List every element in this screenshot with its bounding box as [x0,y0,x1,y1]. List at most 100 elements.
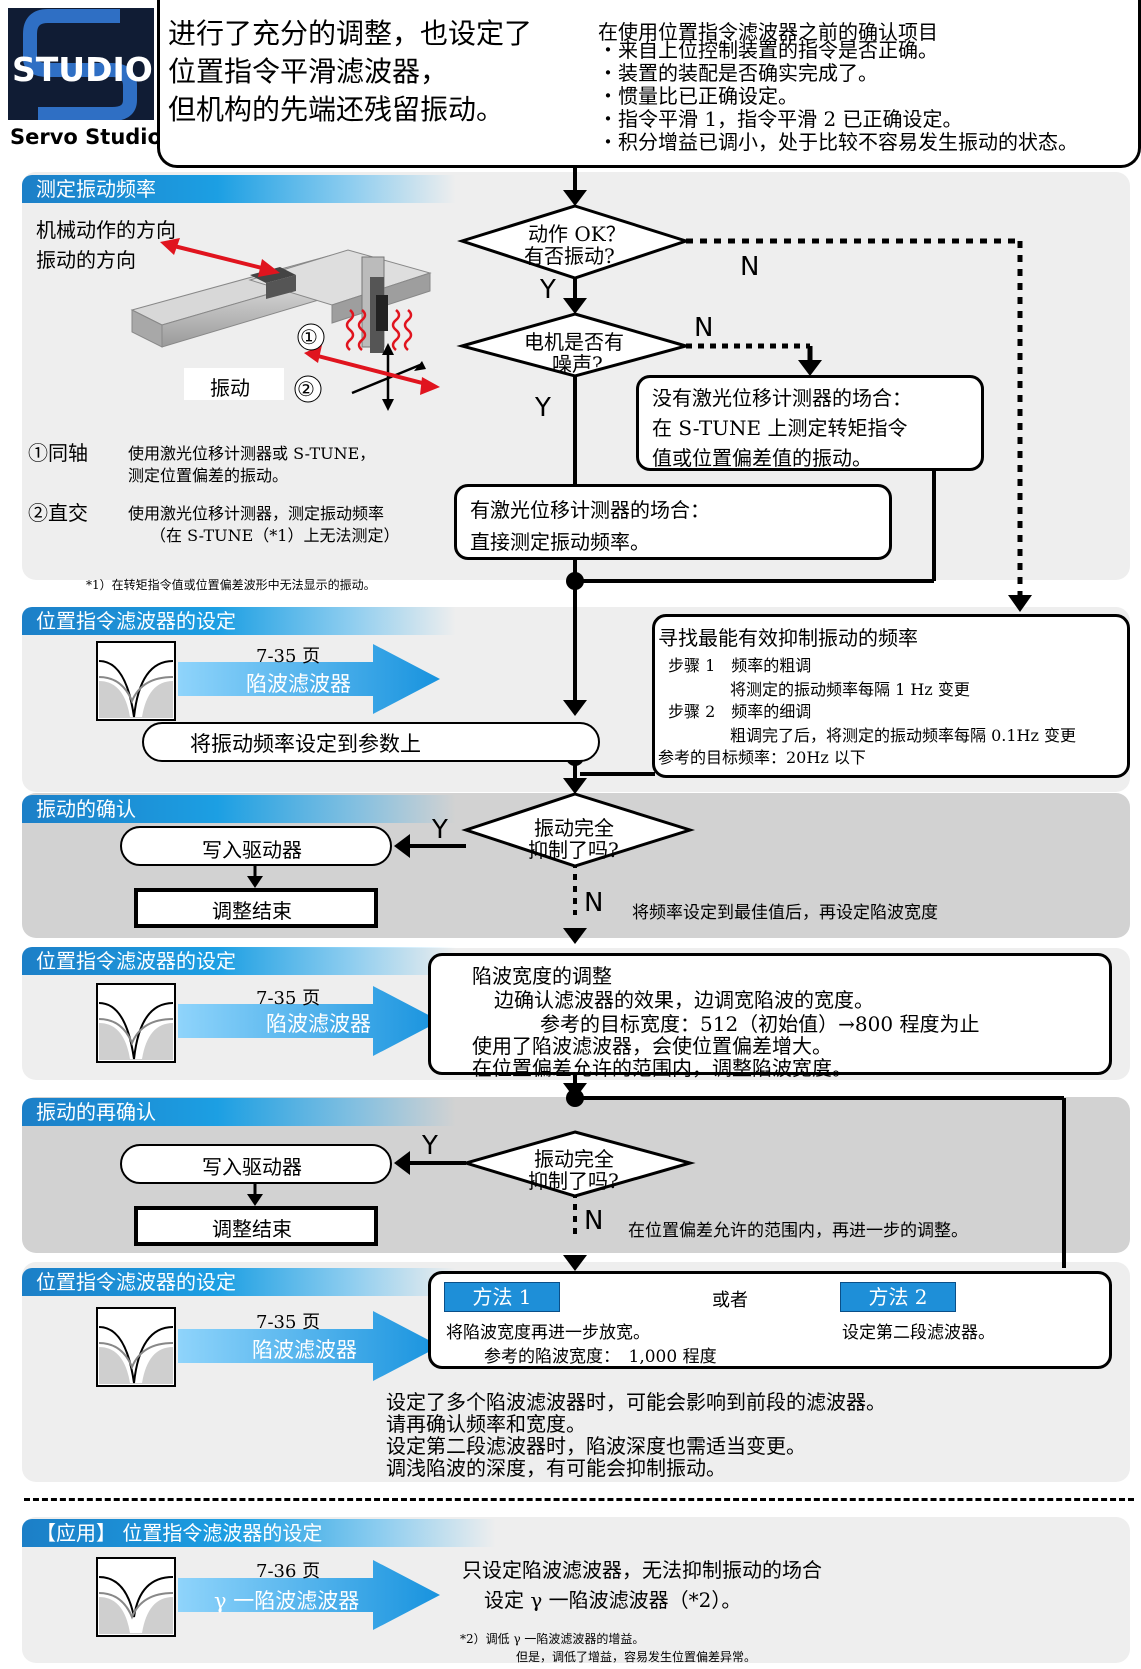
section-title-filter: 位置指令滤波器的设定 [22,607,456,635]
gamma-notch-label: γ 一陷波滤波器 [214,1589,360,1613]
step1-desc: 将测定的振动频率每隔 1 Hz 变更 [730,680,970,699]
decision-resuppressed-2: 抑制了吗? [528,1169,619,1193]
intro-line-2: 位置指令平滑滤波器， [168,55,449,88]
label-n: N [584,888,604,918]
section-title-confirm: 振动的确认 [22,795,456,823]
write-driver-text: 写入驱动器 [202,838,302,862]
no-laser-box [636,375,984,471]
gamma-notch-curve-icon [96,1557,176,1637]
footnote-1: *1）在转矩指令值或位置偏差波形中无法显示的振动。 [86,578,376,592]
decision-suppressed-2: 抑制了吗? [528,838,619,862]
checklist-item: ・来自上位控制装置的指令是否正确。 [598,38,938,62]
intro-line-3: 但机构的先端还残留振动。 [168,93,505,126]
width-line: 参考的目标宽度：512（初始值）→800 程度为止 [540,1012,980,1036]
label-move-direction: 机械动作的方向 [36,218,176,242]
notch-width-box [428,953,1112,1075]
confirm-note: 将频率设定到最佳值后，再设定陷波宽度 [632,903,938,923]
notch-filter-label: 陷波滤波器 [246,672,351,696]
notch-filter-label: 陷波滤波器 [266,1012,371,1036]
checklist-title: 在使用位置指令滤波器之前的确认项目 [598,20,938,44]
vibration-label-box [184,368,284,400]
blue-arrow [178,1311,440,1381]
circled-1: ① [300,325,318,349]
blue-arrow [178,1560,440,1630]
label-n: N [740,252,760,282]
label-vibration-direction: 振动的方向 [36,248,136,272]
decision-suppressed: 振动完全 [534,816,614,840]
label-n: N [694,313,714,343]
dashed-separator [24,1498,1134,1501]
notch-filter-label: 陷波滤波器 [252,1338,357,1362]
coax-label: ①同轴 [28,441,88,465]
step1: 步骤 1 频率的粗调 [668,656,812,675]
notch-curve-icon [96,1307,176,1387]
checklist-item: ・惯量比已正确设定。 [598,84,798,108]
footnote-2-cont: 但是，调低了增益，容易发生位置偏差异常。 [516,1650,757,1664]
method2-tag: 方法 2 [840,1282,956,1312]
coax-desc: 使用激光位移计测器或 S-TUNE， [128,444,376,463]
set-param-text: 将振动频率设定到参数上 [190,732,421,756]
blue-arrow [178,986,440,1056]
width-line: 使用了陷波滤波器，会使位置偏差增大。 [472,1034,832,1058]
decision-action-ok-2: 有否振动? [524,244,615,268]
find-title: 寻找最能有效抑制振动的频率 [658,626,918,650]
no-laser-text: 没有激光位移计测器的场合： [652,386,912,410]
blue-arrow [178,644,440,714]
ortho-desc: 使用激光位移计测器，测定振动频率 [128,504,385,523]
vibration-label: 振动 [210,376,250,400]
checklist-item: ・装置的装配是否确实完成了。 [598,61,878,85]
laser-box [454,484,892,560]
width-line: 边确认滤波器的效果，边调宽陷波的宽度。 [494,988,874,1012]
section-title-measure: 测定振动频率 [22,175,456,203]
section-title-apply: 【应用】 位置指令滤波器的设定 [22,1519,496,1547]
section-title-reconfirm: 振动的再确认 [22,1098,456,1126]
step2: 步骤 2 频率的细调 [668,702,812,721]
logo-word: STUDIO [12,50,153,89]
coax-desc: 测定位置偏差的振动。 [128,466,289,485]
notch-curve-icon [96,641,176,721]
label-y: Y [422,1131,438,1161]
method1-tag: 方法 1 [444,1282,560,1312]
apply-line: 只设定陷波滤波器，无法抑制振动的场合 [462,1558,822,1582]
method2-desc: 设定第二段滤波器。 [842,1323,995,1343]
decision-resuppressed: 振动完全 [534,1147,614,1171]
adjust-end-box [134,888,378,928]
write-driver-box [120,826,392,866]
page-ref: 7-35 页 [256,646,321,667]
intro-line-1: 进行了充分的调整，也设定了 [168,17,533,50]
apply-line: 设定 γ 一陷波滤波器（*2）。 [484,1588,742,1612]
no-laser-text: 值或位置偏差值的振动。 [652,446,872,470]
filter-note: 设定第二段滤波器时，陷波深度也需适当变更。 [386,1434,806,1458]
method1-ref: 参考的陷波宽度： 1,000 程度 [484,1347,717,1367]
filter-note: 调浅陷波的深度，有可能会抑制振动。 [386,1456,726,1480]
adjust-end-box [134,1206,378,1246]
no-laser-text: 在 S-TUNE 上测定转矩指令 [652,416,908,440]
circled-2: ② [297,377,315,401]
label-y: Y [540,275,556,305]
logo-caption: Servo Studio [10,125,162,149]
section-title-filter2: 位置指令滤波器的设定 [22,947,456,975]
filter-note: 设定了多个陷波滤波器时，可能会影响到前段的滤波器。 [386,1390,886,1414]
write-driver-text: 写入驱动器 [202,1155,302,1179]
decision-motor-noise: 电机是否有 [524,330,624,354]
ortho-label: ②直交 [28,501,88,525]
checklist-item: ・指令平滑 1，指令平滑 2 已正确设定。 [598,107,963,131]
checklist-item: ・积分增益已调小，处于比较不容易发生振动的状态。 [598,130,1078,154]
width-title: 陷波宽度的调整 [472,964,612,988]
target-frequency: 参考的目标频率：20Hz 以下 [658,748,866,767]
set-param-box [142,722,600,762]
decision-motor-noise-2: 噪声? [552,352,603,376]
machine-illustration [130,238,440,411]
studio-logo: STUDIO [8,8,154,121]
step2-desc: 粗调完了后，将测定的振动频率每隔 0.1Hz 变更 [730,726,1077,745]
logo-s-mark [23,9,137,121]
adjust-end-text: 调整结束 [212,899,292,923]
or-text: 或者 [712,1290,748,1311]
laser-text: 有激光位移计测器的场合： [470,498,710,522]
page-ref: 7-35 页 [256,1312,321,1333]
ortho-desc: （在 S-TUNE（*1）上无法测定） [150,526,400,545]
laser-text: 直接测定振动频率。 [470,530,650,554]
width-line: 在位置偏差允许的范围内，调整陷波宽度。 [472,1056,852,1080]
reconfirm-note: 在位置偏差允许的范围内，再进一步的调整。 [628,1221,968,1241]
